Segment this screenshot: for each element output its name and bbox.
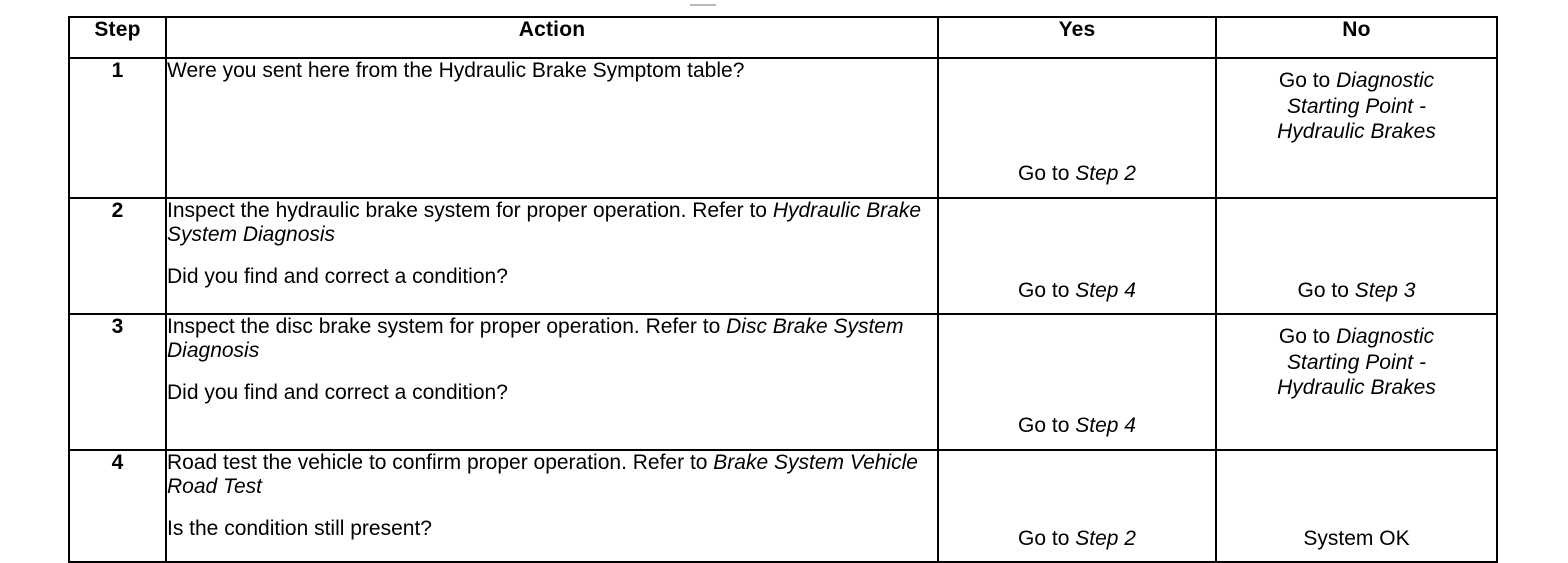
yes-cell: Go to Step 2 — [937, 449, 1217, 563]
yes-answer-reference: Step 4 — [1075, 414, 1136, 438]
yes-answer: Go to Step 2 — [945, 526, 1209, 552]
step-number: 2 — [68, 197, 167, 315]
diagnostic-steps-table: Step Action Yes No 1 Were you sent here … — [68, 16, 1498, 563]
action-text: Inspect the hydraulic brake system for p… — [167, 199, 937, 289]
action-cell: Inspect the disc brake system for proper… — [165, 313, 939, 451]
no-answer-line-1: Go to Diagnostic — [1223, 68, 1490, 94]
column-header-action: Action — [165, 16, 939, 59]
action-cell: Inspect the hydraulic brake system for p… — [165, 197, 939, 315]
no-answer-line-1: Go to Step 3 — [1223, 278, 1490, 304]
table-row: 3 Inspect the disc brake system for prop… — [68, 313, 1498, 451]
yes-answer-plain: Go to — [1018, 279, 1076, 303]
no-cell: Go to Diagnostic Starting Point - Hydrau… — [1215, 57, 1498, 199]
action-question: Is the condition still present? — [167, 516, 432, 540]
column-header-no: No — [1215, 16, 1498, 59]
yes-answer-reference: Step 4 — [1075, 279, 1136, 303]
table-row: 1 Were you sent here from the Hydraulic … — [68, 57, 1498, 199]
column-header-step: Step — [68, 16, 167, 59]
action-instruction-reference: Disc Brake System Diagnosis — [167, 315, 904, 363]
no-answer-line-2: Starting Point - — [1287, 350, 1426, 374]
action-instruction: Were you sent here from the Hydraulic Br… — [167, 59, 937, 83]
document-page: Step Action Yes No 1 Were you sent here … — [68, 4, 1498, 563]
no-cell: Go to Step 3 — [1215, 197, 1498, 315]
yes-answer: Go to Step 2 — [945, 161, 1209, 187]
action-text: Were you sent here from the Hydraulic Br… — [167, 59, 937, 83]
yes-answer-reference: Step 2 — [1075, 162, 1136, 186]
no-answer-plain: Go to — [1297, 279, 1355, 303]
yes-cell: Go to Step 4 — [937, 197, 1217, 315]
yes-cell: Go to Step 4 — [937, 313, 1217, 451]
header-row: Step Action Yes No — [68, 16, 1498, 59]
table-header: Step Action Yes No — [68, 16, 1498, 59]
action-question: Did you find and correct a condition? — [167, 264, 508, 288]
action-instruction-plain: Inspect the disc brake system for proper… — [167, 315, 727, 338]
yes-answer-plain: Go to — [1018, 414, 1076, 438]
no-answer-line-2: Starting Point - — [1287, 94, 1426, 118]
no-answer-plain: Go to — [1278, 69, 1337, 92]
table-body: 1 Were you sent here from the Hydraulic … — [68, 57, 1498, 563]
yes-answer-reference: Step 2 — [1075, 527, 1136, 551]
yes-answer: Go to Step 4 — [945, 413, 1209, 439]
action-text: Road test the vehicle to confirm proper … — [167, 451, 937, 541]
yes-cell: Go to Step 2 — [937, 57, 1217, 199]
action-instruction: Inspect the hydraulic brake system for p… — [167, 199, 937, 248]
no-answer-reference: Diagnostic — [1336, 69, 1435, 92]
step-number: 4 — [68, 449, 167, 563]
no-answer-line-3: Hydraulic Brakes — [1277, 120, 1436, 144]
action-instruction-plain: Road test the vehicle to confirm proper … — [167, 451, 714, 474]
no-answer-plain: Go to — [1278, 325, 1337, 348]
yes-answer-plain: Go to — [1018, 162, 1076, 186]
action-cell: Were you sent here from the Hydraulic Br… — [165, 57, 939, 199]
action-instruction-plain: Inspect the hydraulic brake system for p… — [167, 199, 773, 222]
yes-answer-plain: Go to — [1018, 527, 1076, 551]
action-instruction-reference: Brake System Vehicle Road Test — [167, 451, 918, 499]
no-answer-reference: Step 3 — [1354, 279, 1416, 303]
no-answer-line-1: System OK — [1223, 526, 1490, 552]
step-number: 1 — [68, 57, 167, 199]
action-instruction: Inspect the disc brake system for proper… — [167, 315, 937, 364]
action-question: Did you find and correct a condition? — [167, 380, 508, 404]
no-cell: Go to Diagnostic Starting Point - Hydrau… — [1215, 313, 1498, 451]
no-answer-plain: System OK — [1303, 527, 1410, 551]
step-number: 3 — [68, 313, 167, 451]
action-text: Inspect the disc brake system for proper… — [167, 315, 937, 405]
action-instruction-plain: Were you sent here from the Hydraulic Br… — [167, 59, 745, 82]
no-answer-reference: Diagnostic — [1336, 325, 1435, 348]
no-answer-line-1: Go to Diagnostic — [1223, 324, 1490, 350]
scan-artifact — [690, 4, 716, 6]
column-header-yes: Yes — [937, 16, 1217, 59]
action-instruction-reference: Hydraulic Brake System Diagnosis — [167, 199, 922, 247]
action-instruction: Road test the vehicle to confirm proper … — [167, 451, 937, 500]
action-cell: Road test the vehicle to confirm proper … — [165, 449, 939, 563]
no-answer-line-3: Hydraulic Brakes — [1277, 376, 1436, 400]
table-row: 4 Road test the vehicle to confirm prope… — [68, 449, 1498, 563]
yes-answer: Go to Step 4 — [945, 278, 1209, 304]
table-row: 2 Inspect the hydraulic brake system for… — [68, 197, 1498, 315]
no-cell: System OK — [1215, 449, 1498, 563]
